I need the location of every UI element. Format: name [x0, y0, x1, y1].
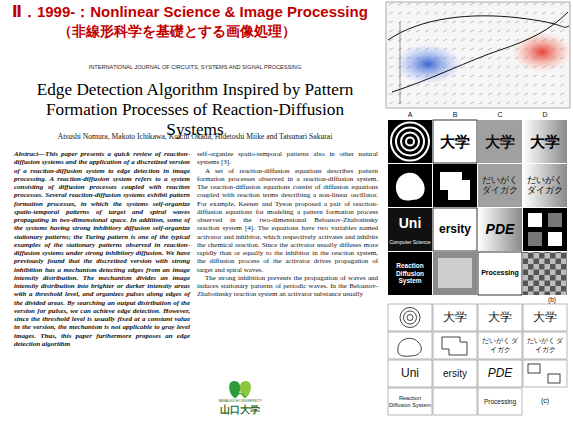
panel-text: Processing [478, 252, 522, 295]
column-letter: A [388, 111, 432, 120]
panel-text: Computer Science [388, 236, 432, 250]
abstract-text: Abstract—This paper presents a quick rev… [14, 150, 190, 348]
logo-caption: YAMAGUCHI UNIVERSITY [205, 399, 275, 403]
column-letter: D [523, 111, 567, 120]
panel-text: PDE [478, 208, 522, 251]
slide-subtitle: （非線形科学を基礎とする画像処理） [58, 23, 378, 39]
panel-text: Reaction Diffusion System [388, 252, 432, 295]
phase-plot [386, 2, 572, 108]
paper-title: Edge Detection Algorithm Inspired by Pat… [18, 80, 372, 139]
panel-text: 大学 [478, 120, 522, 163]
logo-text: 山口大学 [205, 404, 275, 416]
panel-text: PDE [478, 360, 522, 387]
panel-text: だいがく ダイガク [523, 164, 567, 207]
result-grid-c [388, 304, 567, 415]
column-letter: B [433, 111, 477, 120]
result-grid-b [388, 120, 567, 295]
panel-text: Reaction Diffusion System [388, 388, 432, 415]
body-column: self-organize spatio-temporal patterns a… [197, 150, 378, 299]
column-letter: C [478, 111, 522, 120]
body-paragraph: self-organize spatio-temporal patterns a… [197, 150, 378, 167]
journal-name: INTERNATIONAL JOURNAL OF CIRCUITS, SYSTE… [10, 64, 380, 70]
university-logo [229, 381, 251, 398]
panel-text: ersity [433, 208, 477, 251]
panel-text: 大学 [478, 304, 522, 331]
slide-title: Ⅱ．1999-：Nonlinear Science & Image Proces… [12, 3, 384, 21]
panel-text: だいがく ダイガク [478, 164, 522, 207]
panel-text: 大学 [433, 120, 477, 163]
panel-text: だいがく ダイガク [478, 332, 522, 359]
panel-text: だいがく ダイガク [523, 332, 567, 359]
figure-tag: (c) [523, 388, 567, 415]
panel-text: 大学 [433, 304, 477, 331]
body-paragraph: A set of reaction-diffusion equations de… [197, 167, 378, 274]
panel-text: Uni [388, 360, 432, 387]
figure-tag: (b) [540, 295, 564, 304]
abstract-column: Abstract—This paper presents a quick rev… [14, 150, 190, 348]
body-paragraph: The strong inhibition prevents the propa… [197, 274, 378, 299]
panel-text: 大学 [523, 304, 567, 331]
panel-text: Processing [478, 388, 522, 415]
paper-authors: Atsushi Nomura, Makoto Ichikawa, Koichi … [12, 133, 378, 142]
panel-text: ersity [433, 360, 477, 387]
panel-text: 大学 [523, 120, 567, 163]
panel-text: Uni [388, 208, 432, 238]
